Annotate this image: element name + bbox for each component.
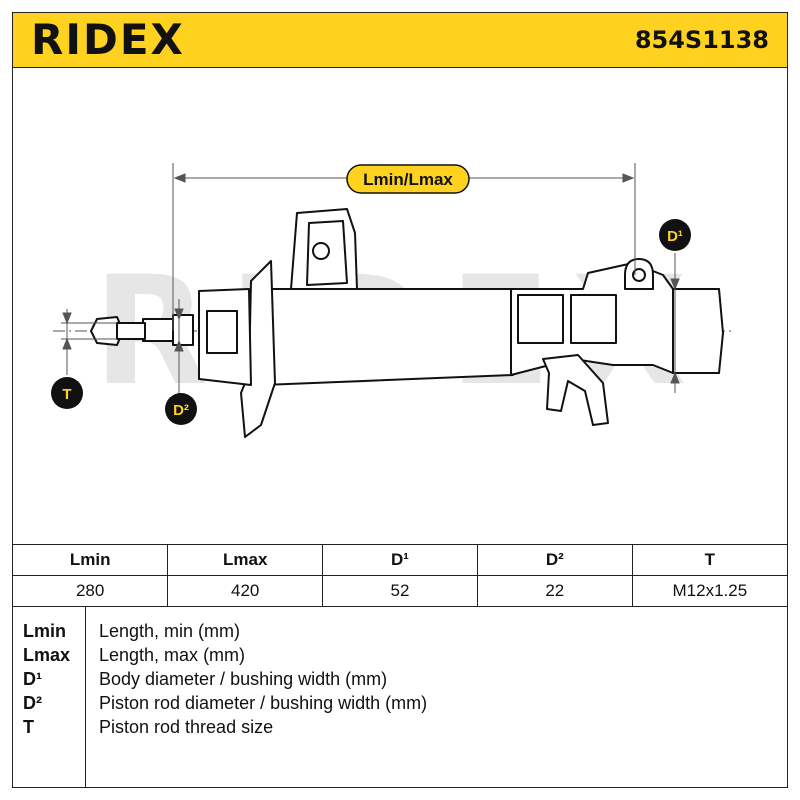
d1-label-badge bbox=[659, 219, 691, 251]
arrow-left bbox=[173, 173, 186, 183]
d1-arrow-top bbox=[670, 278, 680, 291]
thread bbox=[116, 322, 146, 340]
body-diameter-dimension bbox=[670, 253, 680, 393]
d2-label-badge bbox=[165, 393, 197, 425]
legend-description: Piston rod diameter / bushing width (mm) bbox=[99, 693, 428, 713]
spec-value-d2: 22 bbox=[476, 575, 633, 607]
brand-logo: RIDEX bbox=[31, 15, 185, 64]
d2-arrow-top bbox=[174, 308, 184, 321]
length-label: Lmin/Lmax bbox=[363, 170, 453, 189]
t-arrow-bottom bbox=[62, 337, 72, 350]
spec-header-lmin: Lmin bbox=[13, 544, 169, 576]
nut bbox=[90, 316, 124, 346]
d2-label: D² bbox=[173, 402, 189, 419]
shock-absorber bbox=[90, 208, 724, 438]
bracket-window-2 bbox=[570, 294, 617, 344]
spec-table-value-row: 280 420 52 22 M12x1.25 bbox=[13, 575, 787, 607]
spec-value-lmax: 420 bbox=[167, 575, 324, 607]
spec-value-lmin: 280 bbox=[13, 575, 169, 607]
legend-description: Length, max (mm) bbox=[99, 645, 246, 665]
t-label-badge bbox=[51, 377, 83, 409]
bottom-sleeve bbox=[672, 288, 724, 374]
rod-collar bbox=[172, 314, 194, 346]
body-tube bbox=[262, 288, 514, 386]
part-number: 854S1138 bbox=[634, 26, 769, 54]
spec-value-t: M12x1.25 bbox=[631, 575, 787, 607]
spec-header-d1: D¹ bbox=[322, 544, 478, 576]
spec-header-t: T bbox=[631, 544, 787, 576]
t-label: T bbox=[62, 386, 71, 403]
spec-table-header-row: Lmin Lmax D¹ D² T bbox=[13, 544, 787, 576]
d1-arrow-bottom bbox=[670, 371, 680, 384]
legend-key: Lmax bbox=[23, 645, 71, 665]
thread-dimension bbox=[61, 309, 117, 375]
bracket-hole bbox=[632, 268, 646, 282]
product-sheet: RIDEX 854S1138 RIDEX bbox=[12, 12, 788, 788]
hose-clip bbox=[542, 354, 609, 426]
header-bar: RIDEX 854S1138 bbox=[13, 13, 787, 68]
legend-key: T bbox=[23, 717, 34, 737]
spec-header-d2: D² bbox=[476, 544, 633, 576]
top-mount-recess bbox=[206, 310, 238, 354]
spec-header-lmax: Lmax bbox=[167, 544, 324, 576]
shock-absorber-drawing: RIDEX bbox=[51, 163, 733, 438]
legend: Lmin Length, min (mm) Lmax Length, max (… bbox=[13, 607, 787, 787]
bracket-window bbox=[517, 294, 564, 344]
legend-description: Body diameter / bushing width (mm) bbox=[99, 669, 388, 689]
arrow-right bbox=[622, 173, 635, 183]
spec-table: Lmin Lmax D¹ D² T 280 420 52 22 M12x1.25 bbox=[13, 544, 787, 607]
legend-divider bbox=[85, 607, 86, 787]
spec-value-d1: 52 bbox=[322, 575, 478, 607]
t-arrow-top bbox=[62, 312, 72, 325]
d2-arrow-bottom bbox=[174, 339, 184, 352]
d1-label: D¹ bbox=[667, 228, 683, 245]
legend-key: Lmin bbox=[23, 621, 66, 641]
legend-key: D¹ bbox=[23, 669, 42, 689]
legend-description: Piston rod thread size bbox=[99, 717, 274, 737]
stabilizer-hole bbox=[312, 242, 330, 260]
legend-description: Length, min (mm) bbox=[99, 621, 241, 641]
legend-key: D² bbox=[23, 693, 42, 713]
length-label-badge bbox=[346, 164, 470, 194]
rod-diameter-dimension bbox=[174, 299, 184, 393]
stabilizer-inner bbox=[306, 220, 348, 286]
